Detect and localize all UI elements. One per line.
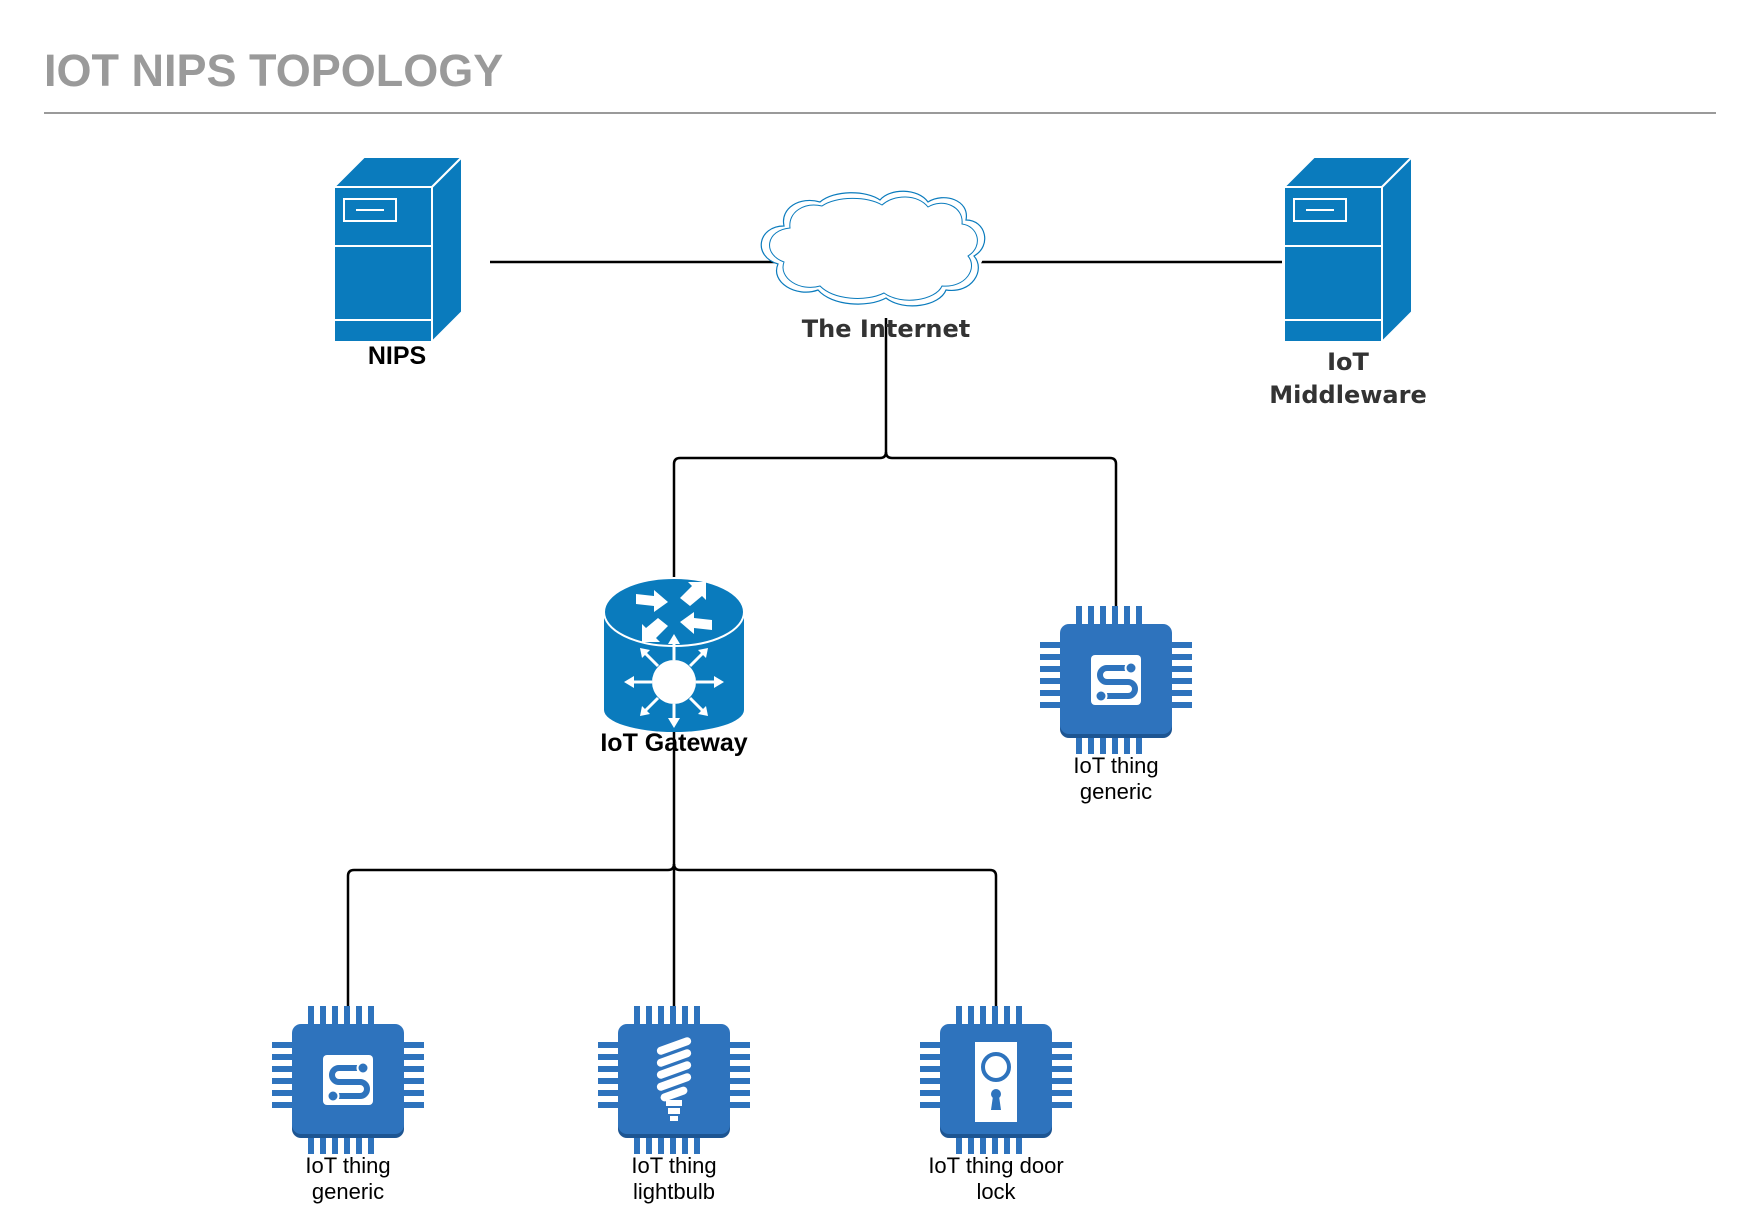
server-icon <box>1283 156 1413 343</box>
thing-lightbulb-label-line1: IoT thing <box>631 1153 716 1178</box>
thing-lightbulb-node[interactable]: IoT thing lightbulb <box>598 1006 750 1204</box>
middleware-label-line1: IoT <box>1327 348 1369 376</box>
link-internet-gateway <box>672 318 888 582</box>
thing-generic-top-label-line1: IoT thing <box>1073 753 1158 778</box>
middleware-label-line2: Middleware <box>1269 381 1426 409</box>
thing-generic-top-label-line2: generic <box>1080 779 1152 804</box>
server-icon <box>333 156 463 343</box>
thing-doorlock-node[interactable]: IoT thing door lock <box>920 1006 1072 1204</box>
nips-node[interactable]: NIPS <box>333 156 463 370</box>
thing-generic-top-node[interactable]: IoT thing generic <box>1040 606 1192 804</box>
router-icon <box>603 577 745 732</box>
thing-doorlock-label-line2: lock <box>976 1179 1016 1204</box>
gateway-label: IoT Gateway <box>600 729 747 757</box>
chip-doorlock-icon <box>920 1006 1072 1154</box>
connections <box>346 260 1282 1006</box>
thing-doorlock-label-line1: IoT thing door <box>928 1153 1063 1178</box>
thing-generic-bottom-label-line2: generic <box>312 1179 384 1204</box>
chip-lightbulb-icon <box>598 1006 750 1154</box>
chip-generic-icon <box>1040 606 1192 754</box>
link-internet-thing-generic <box>884 451 1118 608</box>
thing-generic-bottom-label-line1: IoT thing <box>305 1153 390 1178</box>
internet-label: The Internet <box>802 315 971 343</box>
nips-label: NIPS <box>368 342 426 370</box>
internet-node[interactable]: The Internet <box>747 189 986 343</box>
chip-generic-icon <box>272 1006 424 1154</box>
thing-lightbulb-label-line2: lightbulb <box>633 1179 715 1204</box>
middleware-node[interactable]: IoT Middleware <box>1269 156 1427 409</box>
gateway-node[interactable]: IoT Gateway <box>600 577 748 757</box>
link-gateway-thing-generic <box>346 724 676 1006</box>
link-gateway-thing-doorlock <box>672 863 998 1006</box>
cloud-icon <box>747 189 986 307</box>
thing-generic-bottom-node[interactable]: IoT thing generic <box>272 1006 424 1204</box>
page-title: IOT NIPS TOPOLOGY <box>44 45 503 96</box>
